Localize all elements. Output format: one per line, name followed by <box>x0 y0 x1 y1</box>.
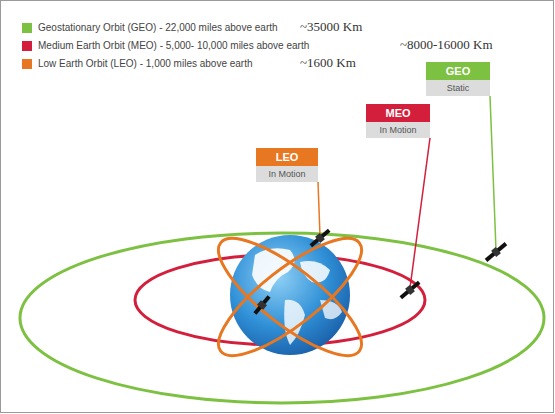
orbit-flag: LEOIn Motion <box>256 148 318 182</box>
flag-title: LEO <box>256 148 318 166</box>
flag-title: GEO <box>426 62 490 80</box>
flag-status: In Motion <box>256 166 318 182</box>
legend-row: Medium Earth Orbit (MEO) - 5,000- 10,000… <box>22 40 309 51</box>
satellite <box>483 241 508 264</box>
legend-swatch <box>22 41 32 51</box>
distance-label: ~35000 Km <box>300 19 362 35</box>
satellite <box>398 279 422 301</box>
satellite <box>252 294 272 316</box>
flag-pole <box>410 138 430 288</box>
satellite <box>308 227 332 249</box>
legend-text: Low Earth Orbit (LEO) - 1,000 miles abov… <box>38 58 253 69</box>
legend-row: Low Earth Orbit (LEO) - 1,000 miles abov… <box>22 58 253 69</box>
legend-swatch <box>22 59 32 69</box>
legend-row: Geostationary Orbit (GEO) - 22,000 miles… <box>22 22 278 33</box>
legend-text: Medium Earth Orbit (MEO) - 5,000- 10,000… <box>38 40 309 51</box>
distance-label: ~8000-16000 Km <box>400 37 493 53</box>
orbit-flag: MEOIn Motion <box>366 104 430 138</box>
flag-status: Static <box>426 80 490 96</box>
legend-swatch <box>22 23 32 33</box>
distance-label: ~1600 Km <box>300 55 356 71</box>
flag-status: In Motion <box>366 122 430 138</box>
legend-text: Geostationary Orbit (GEO) - 22,000 miles… <box>38 22 278 33</box>
flag-pole <box>490 96 496 250</box>
flag-pole <box>318 182 320 236</box>
leo-orbit <box>203 221 376 373</box>
leo-orbit <box>203 221 376 373</box>
flag-title: MEO <box>366 104 430 122</box>
orbit-flag: GEOStatic <box>426 62 490 96</box>
